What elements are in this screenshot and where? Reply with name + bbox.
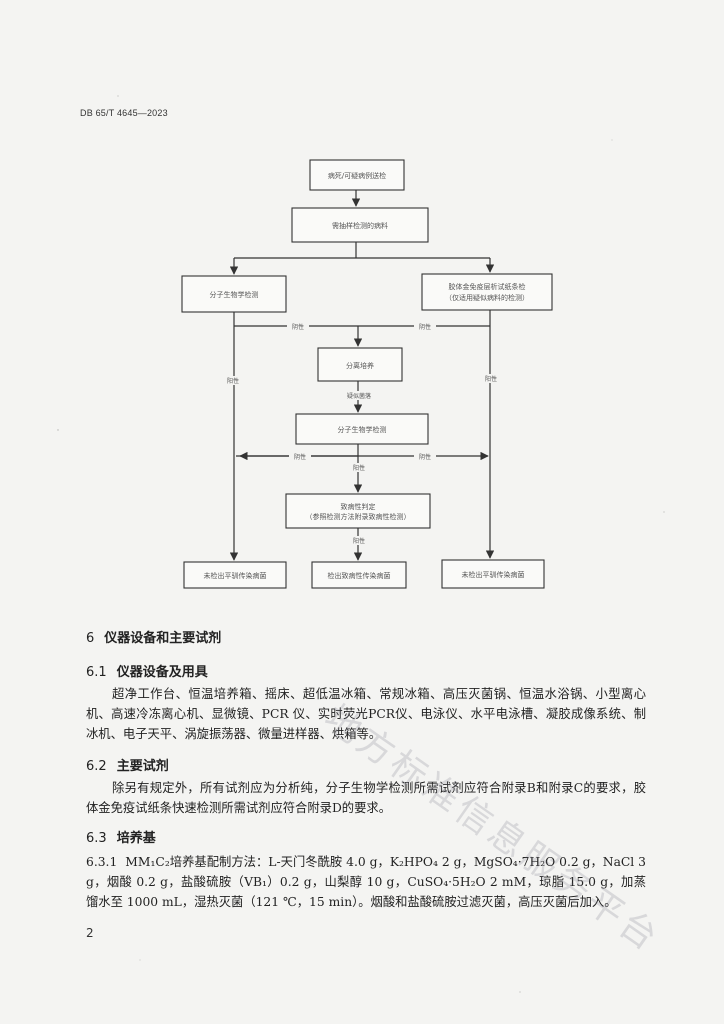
edge-label-suspect: 疑似菌落: [347, 392, 371, 400]
flow-box-result-right: [441, 559, 545, 589]
flow-box-test-strip: [421, 273, 553, 311]
flow-text-b8: 未检出平驯传染病菌: [204, 571, 267, 580]
flow-text-b4-line1: 胶体金免疫层析试纸条检: [449, 282, 526, 291]
flow-text-b7-line2: （参照检测方法附录致病性检测）: [306, 512, 411, 521]
section-6-2-text: 除另有规定外，所有试剂应为分析纯，分子生物学检测所需试剂应符合附录B和附录C的要…: [86, 781, 646, 815]
section-6-1-text: 超净工作台、恒温培养箱、摇床、超低温冰箱、常规冰箱、高压灭菌锅、恒温水浴锅、小型…: [86, 687, 646, 741]
edge-label-neg-mid-right: 阴性: [419, 453, 431, 461]
flow-box-molecular-2: [295, 413, 429, 445]
edge-label-pathogenic: 阳性: [353, 537, 365, 545]
edge-label-neg-right: 阴性: [419, 323, 431, 331]
flow-box-submission: [309, 159, 405, 191]
page-number: 2: [86, 926, 94, 940]
flow-text-b3: 分子生物学检测: [210, 290, 259, 299]
flow-text-b9: 检出致病性传染病菌: [328, 571, 391, 580]
section-6-title: 仪器设备和主要试剂: [104, 631, 222, 646]
section-6-2-title: 主要试剂: [116, 759, 169, 774]
edge-label-neg-left: 阴性: [292, 323, 304, 331]
flow-text-b2: 需抽样检测的病料: [332, 221, 388, 230]
section-6-3-1-number: 6.3.1: [86, 855, 118, 869]
section-6-1-heading: 6.1 仪器设备及用具: [86, 661, 208, 680]
flow-text-b5: 分离培养: [346, 361, 374, 370]
section-6-3-number: 6.3: [86, 831, 107, 846]
document-id: DB 65/T 4645—2023: [80, 108, 168, 118]
edge-label-pos-left: 阳性: [227, 377, 239, 385]
flow-text-b7-line1: 致病性判定: [341, 502, 376, 511]
flow-box-result-left: [183, 561, 287, 589]
flow-text-b10: 未检出平驯传染病菌: [462, 570, 525, 579]
edge-label-neg-mid-left: 阴性: [294, 453, 306, 461]
flow-box-pathogenicity: [285, 493, 431, 529]
flow-box-culture: [317, 347, 403, 382]
section-6-2-number: 6.2: [86, 759, 107, 774]
section-6-3-heading: 6.3 培养基: [86, 827, 156, 846]
edge-label-pos-right: 阳性: [485, 375, 497, 383]
edge-label-pos-mid: 阳性: [353, 464, 365, 472]
section-6-3-title: 培养基: [116, 831, 156, 846]
section-6-2-heading: 6.2 主要试剂: [86, 755, 169, 774]
flow-text-b4-line2: （仅适用疑似病料的检测）: [445, 293, 529, 302]
flowchart: 病死/可疑病例送检 需抽样检测的病料 分子生物学检测 胶体金免疫层析试纸条检 （…: [181, 159, 553, 589]
flow-text-b1: 病死/可疑病例送检: [328, 171, 386, 180]
section-6-3-1-body: MM₁C₂培养基配制方法：L-天门冬酰胺 4.0 g，K₂HPO₄ 2 g，Mg…: [86, 855, 646, 909]
flow-box-sampling: [291, 207, 429, 243]
section-6-1-number: 6.1: [86, 665, 107, 680]
flow-box-molecular-1: [181, 275, 287, 313]
flow-box-result-mid: [311, 561, 407, 589]
section-6-1-title: 仪器设备及用具: [116, 665, 208, 680]
section-6-number: 6: [86, 631, 95, 646]
section-6-heading: 6 仪器设备和主要试剂: [86, 627, 221, 646]
flow-text-b6: 分子生物学检测: [338, 425, 387, 434]
